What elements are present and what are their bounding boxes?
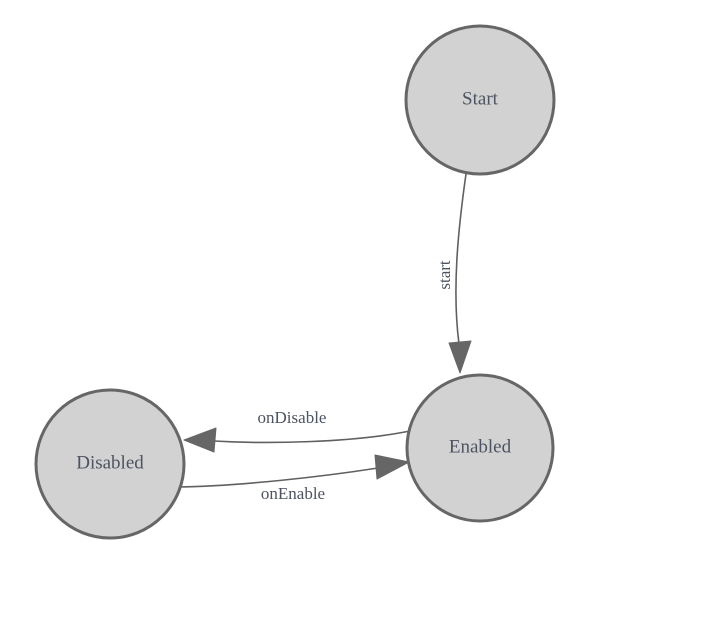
edge-disabled-to-enabled-arrowhead <box>374 454 410 480</box>
node-enabled[interactable]: Enabled <box>405 373 555 523</box>
edge-enabled-to-disabled-path <box>213 430 411 444</box>
edge-enabled-to-disabled[interactable]: onDisable <box>183 408 411 453</box>
node-start-circle <box>404 24 556 176</box>
edge-enabled-to-disabled-arrowhead <box>183 427 217 453</box>
edge-disabled-to-enabled-path <box>177 467 379 488</box>
edge-label-start: start <box>435 260 454 290</box>
edge-start-to-enabled-path <box>455 173 467 345</box>
node-disabled-circle <box>34 388 186 540</box>
node-enabled-circle <box>405 373 555 523</box>
node-disabled[interactable]: Disabled <box>34 388 186 540</box>
node-start[interactable]: Start <box>404 24 556 176</box>
edge-label-onenable: onEnable <box>261 484 325 503</box>
edge-start-to-enabled-arrowhead <box>448 340 472 374</box>
edge-label-ondisable: onDisable <box>258 408 327 427</box>
edge-start-to-enabled[interactable]: start <box>435 173 472 374</box>
edge-disabled-to-enabled[interactable]: onEnable <box>177 454 410 503</box>
